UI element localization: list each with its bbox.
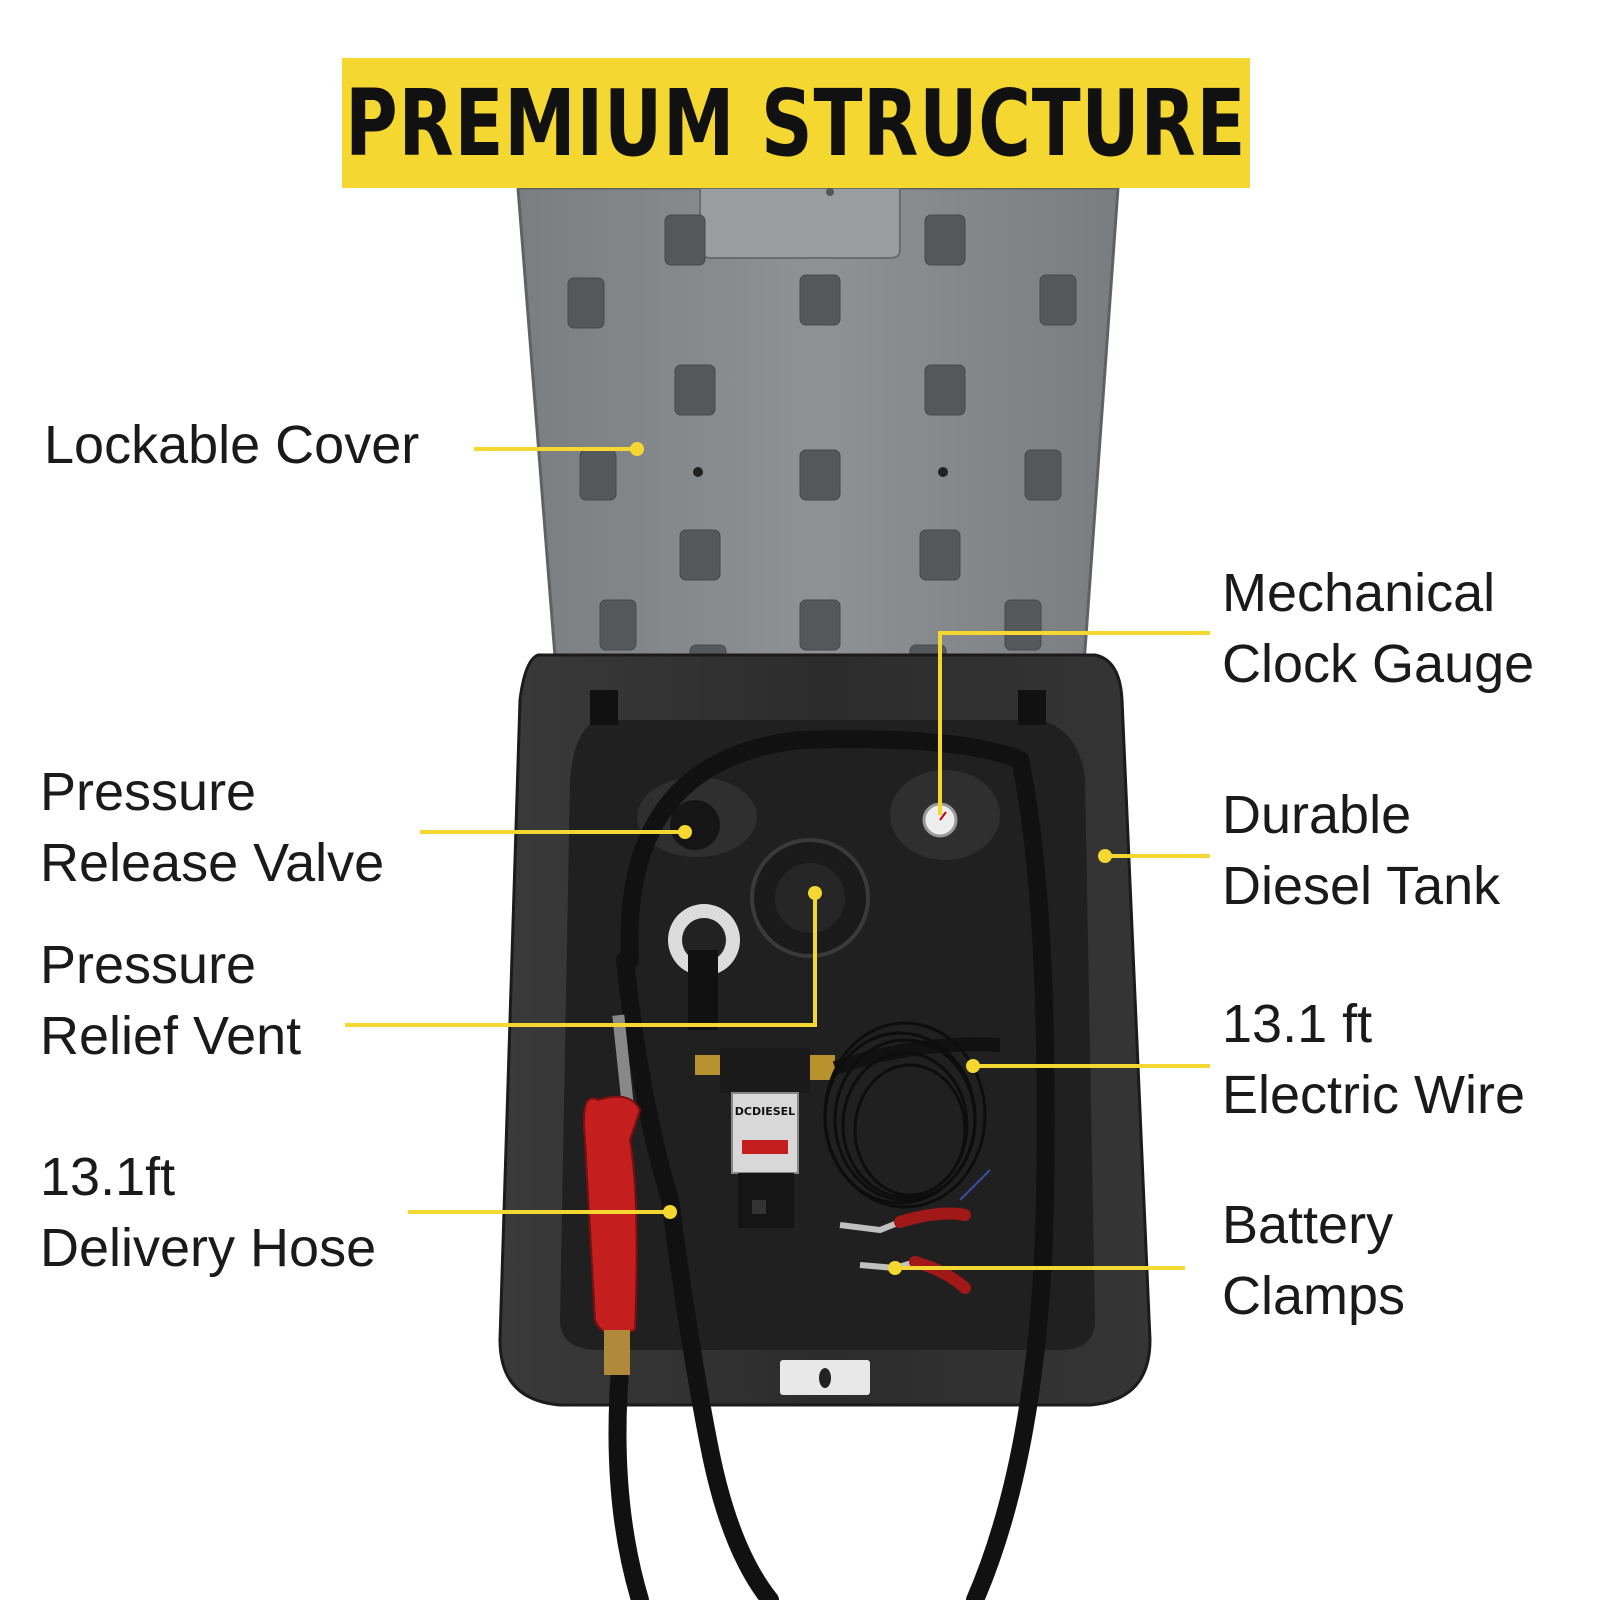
pump-brand-label: DCDIESEL: [735, 1105, 795, 1118]
label-lockable-cover: Lockable Cover: [44, 415, 420, 475]
label-electric-wire: 13.1 ft Electric Wire: [1222, 994, 1526, 1125]
electric-wire-coil: [823, 1021, 987, 1209]
mechanical-gauge: [890, 770, 1000, 860]
label-mechanical-gauge: Mechanical Clock Gauge: [1222, 563, 1535, 694]
label-pressure-release: Pressure Release Valve: [40, 762, 385, 893]
title-banner: PREMIUM STRUCTURE: [342, 58, 1250, 188]
pressure-relief-vent: [750, 838, 870, 958]
pump: DCDIESEL: [695, 1037, 1001, 1228]
label-delivery-hose: 13.1ft Delivery Hose: [40, 1147, 377, 1278]
label-durable-tank: Durable Diesel Tank: [1222, 785, 1501, 916]
fuel-nozzle: [582, 1014, 642, 1375]
label-battery-clamps: Battery Clamps: [1222, 1195, 1406, 1326]
page-title: PREMIUM STRUCTURE: [345, 69, 1247, 177]
lockable-cover: [516, 186, 1120, 722]
label-pressure-relief: Pressure Relief Vent: [40, 935, 302, 1066]
